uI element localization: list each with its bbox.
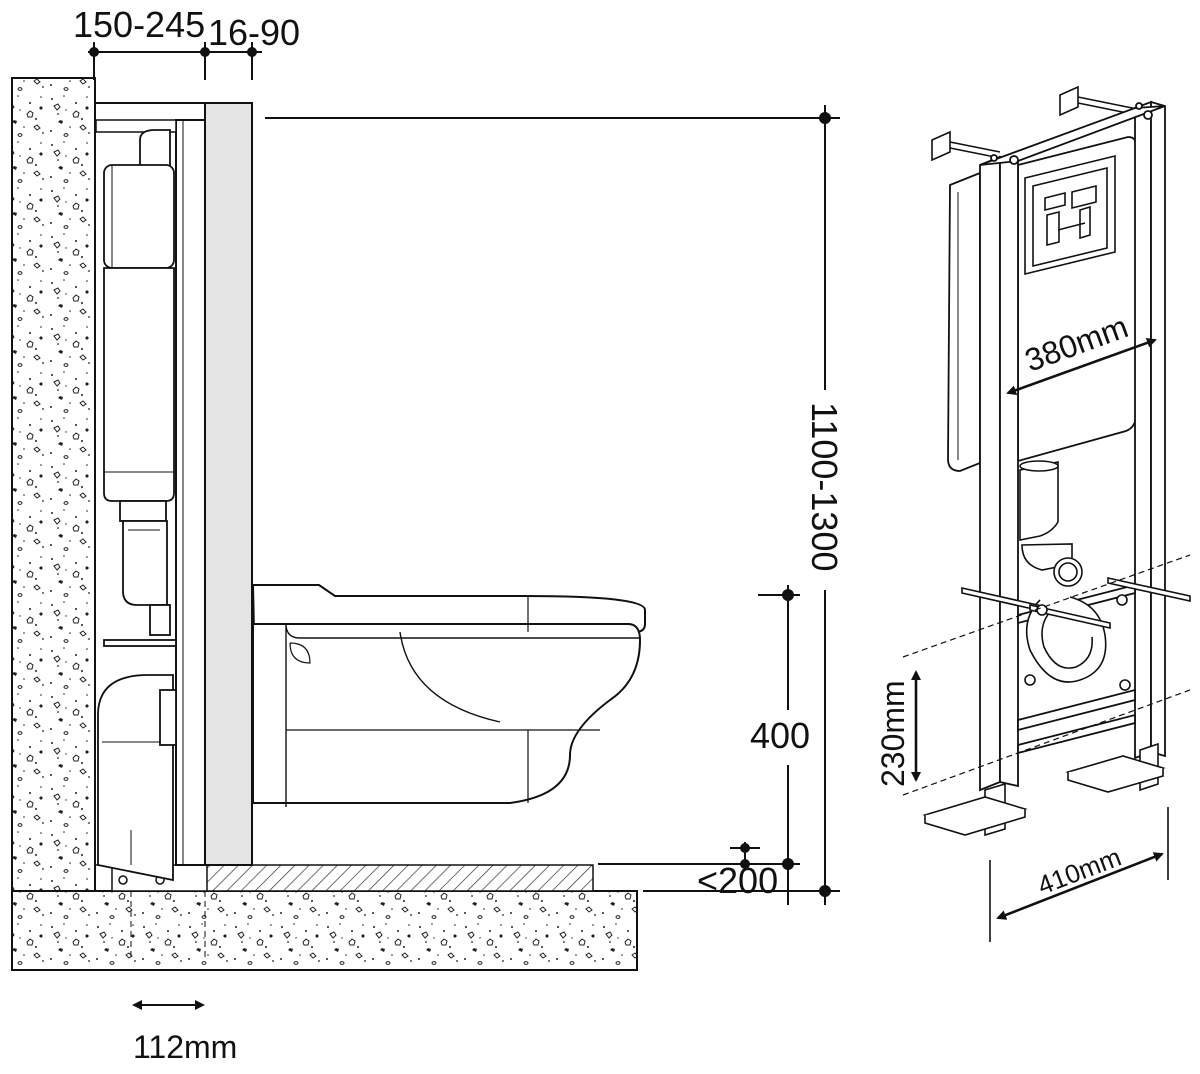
flush-panel xyxy=(1024,154,1116,276)
toilet-bowl xyxy=(251,584,646,807)
wall-brackets xyxy=(931,85,1143,162)
frame-view: 380mm 230mm 410mm xyxy=(875,85,1191,942)
dim-bracket-spacing: 230mm xyxy=(875,680,911,787)
dim-seat-height: 400 xyxy=(750,715,810,756)
dim-frame-width: 410mm xyxy=(1033,842,1125,901)
concrete-wall xyxy=(11,77,96,971)
dim-cladding: 16-90 xyxy=(208,12,300,53)
dim-wall-to-frame: 150-245 xyxy=(73,4,205,45)
frame-feet xyxy=(922,742,1166,837)
bowl-studs xyxy=(961,577,1191,691)
section-view: 150-245 16-90 1100-1300 400 <200 112mm xyxy=(11,4,845,1065)
cladding-panel xyxy=(204,102,253,866)
frame-pipes xyxy=(1019,460,1107,683)
dim-foot-offset: 112mm xyxy=(133,1029,237,1065)
dim-overall-height: 1100-1300 xyxy=(804,402,845,572)
dimension-lines xyxy=(88,42,840,1010)
floor-screed xyxy=(204,864,594,892)
waste-pipe xyxy=(97,674,177,882)
cistern xyxy=(103,129,175,502)
flush-pipe xyxy=(103,500,177,647)
frame-upright xyxy=(175,119,206,866)
frame-dimension-lines xyxy=(902,338,1191,942)
concrete-floor xyxy=(11,890,638,971)
dim-floor-build-up: <200 xyxy=(697,860,778,901)
